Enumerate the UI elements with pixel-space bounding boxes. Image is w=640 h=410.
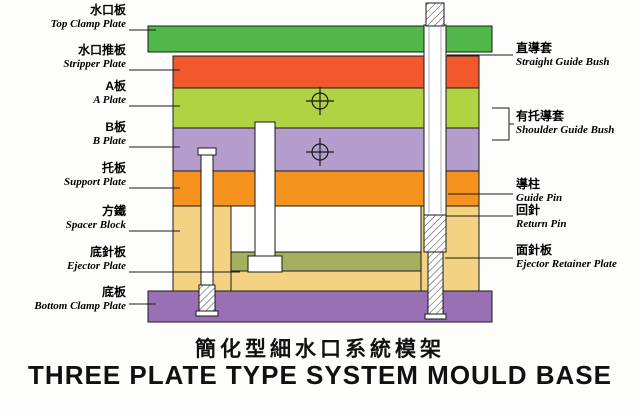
label-cn: B板 xyxy=(105,120,126,134)
return-pin-left xyxy=(195,147,219,317)
label-cn: 導柱 xyxy=(516,177,541,191)
label-en: A Plate xyxy=(93,93,126,106)
guide-pin-long-shaft xyxy=(423,24,447,216)
label-ejector-retainer-plate: 面針板 Ejector Retainer Plate xyxy=(516,243,638,271)
guide-pin-long-tip-hatch xyxy=(423,214,447,253)
label-b-plate: B板 B Plate xyxy=(0,120,126,148)
label-en: Guide Pin xyxy=(516,191,563,204)
label-stripper-plate: 水口推板 Stripper Plate xyxy=(0,43,126,71)
label-guide-pin: 導柱 Guide Pin xyxy=(516,177,638,205)
label-en: Bottom Clamp Plate xyxy=(34,299,126,312)
label-cn: 方鐵 xyxy=(101,204,126,218)
label-cn: 面針板 xyxy=(516,243,553,257)
label-support-plate: 托板 Support Plate xyxy=(0,161,126,189)
label-en: Straight Guide Bush xyxy=(516,55,610,68)
label-cn: 回針 xyxy=(516,203,541,217)
label-ejector-plate: 底針板 Ejector Plate xyxy=(0,245,126,273)
return-pin-right xyxy=(424,251,447,320)
label-cn: 底針板 xyxy=(89,245,126,259)
label-en: B Plate xyxy=(92,134,126,147)
title-chinese: 簡化型細水口系統模架 xyxy=(195,338,445,361)
label-en: Support Plate xyxy=(63,175,126,188)
guide-pin-middle-head xyxy=(247,255,283,273)
return-pin-left-base xyxy=(195,310,219,317)
label-en: Spacer Block xyxy=(65,218,126,231)
return-pin-right-base xyxy=(424,313,447,320)
bracket-shoulder-guide-bush xyxy=(492,107,510,141)
guide-pin-long xyxy=(423,2,447,253)
crosshair-symbol-top xyxy=(306,87,334,115)
label-en: Return Pin xyxy=(516,217,567,230)
guide-pin-middle xyxy=(247,121,283,273)
return-pin-left-shaft xyxy=(200,154,214,286)
return-pin-left-head xyxy=(197,147,217,156)
label-cn: 有托導套 xyxy=(516,109,565,123)
label-cn: 底板 xyxy=(101,285,126,299)
title-english: THREE PLATE TYPE SYSTEM MOULD BASE xyxy=(28,360,612,390)
label-cn: 托板 xyxy=(101,161,126,175)
label-bottom-clamp-plate: 底板 Bottom Clamp Plate xyxy=(0,285,126,313)
label-cn: 水口推板 xyxy=(77,43,126,57)
label-en: Ejector Plate xyxy=(67,259,126,272)
label-en: Stripper Plate xyxy=(63,57,126,70)
ejector-plate xyxy=(230,270,422,292)
label-cn: A板 xyxy=(105,79,126,93)
label-return-pin: 回針 Return Pin xyxy=(516,203,638,231)
label-en: Ejector Retainer Plate xyxy=(516,257,617,270)
return-pin-right-shaft-hatch xyxy=(427,251,444,315)
return-pin-left-foot-hatch xyxy=(198,284,216,312)
label-a-plate: A板 A Plate xyxy=(0,79,126,107)
guide-pin-long-head-hatch xyxy=(425,2,445,27)
label-spacer-block: 方鐵 Spacer Block xyxy=(0,204,126,232)
label-cn: 直導套 xyxy=(516,41,553,55)
label-shoulder-guide-bush: 有托導套 Shoulder Guide Bush xyxy=(516,109,638,137)
label-en: Shoulder Guide Bush xyxy=(516,123,615,136)
leader-lines xyxy=(129,29,514,305)
label-en: Top Clamp Plate xyxy=(50,17,126,30)
label-straight-guide-bush: 直導套 Straight Guide Bush xyxy=(516,41,638,69)
crosshair-symbol-bottom xyxy=(306,138,334,166)
label-cn: 水口板 xyxy=(89,3,126,17)
guide-pin-middle-shaft xyxy=(254,121,276,257)
label-top-clamp-plate: 水口板 Top Clamp Plate xyxy=(0,3,126,31)
